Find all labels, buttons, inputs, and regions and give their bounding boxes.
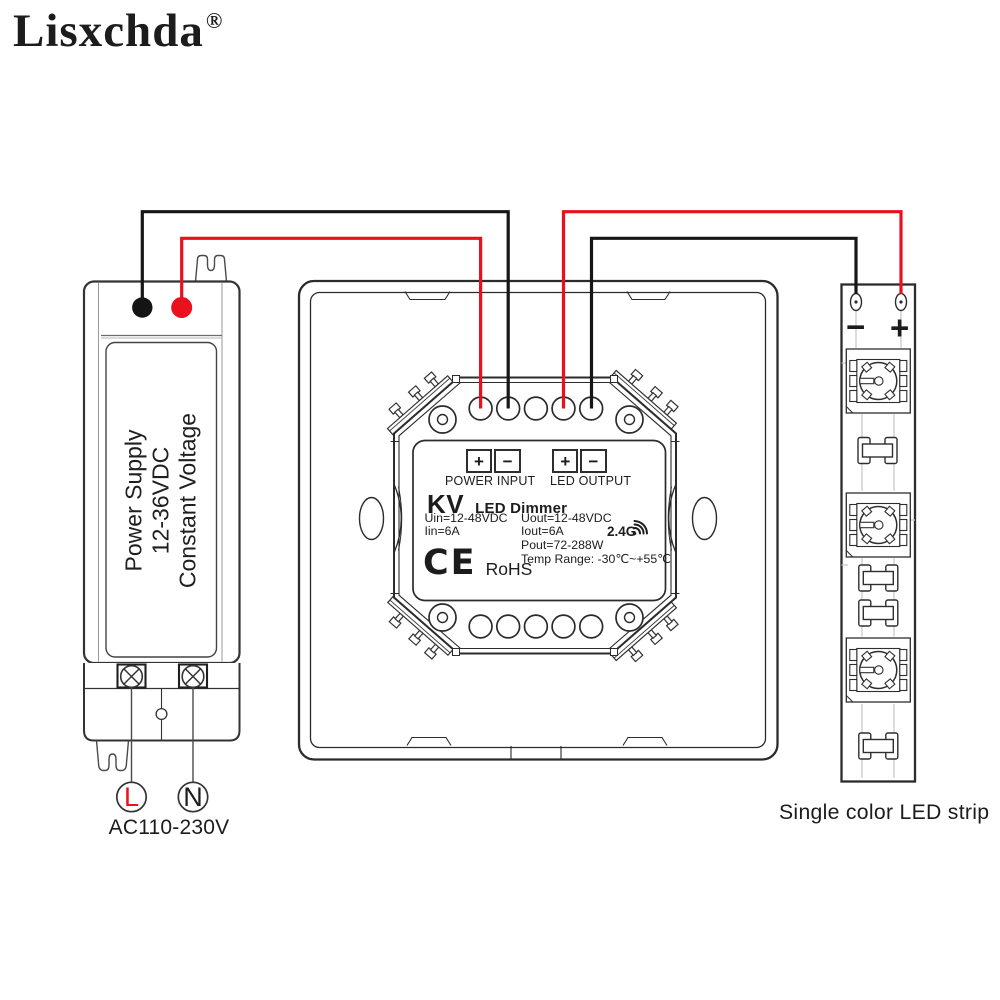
- wire-psu-red: [180, 236, 483, 409]
- dimmer-model: KV: [427, 489, 465, 519]
- psu-label-line2: 12-36VDC: [147, 446, 174, 555]
- spec-iin: Iin=6A: [424, 524, 460, 539]
- spring-clip-right: [668, 483, 677, 554]
- rohs-mark: RoHS: [485, 559, 533, 579]
- led-chip-1: [845, 348, 912, 414]
- wires: [140, 210, 903, 409]
- terminal-neutral-label: N: [183, 782, 203, 812]
- led-chip-2: [845, 492, 912, 558]
- psu-label-line1: Power Supply: [120, 429, 147, 572]
- dimmer-product-name: LED Dimmer: [475, 500, 568, 517]
- terminal-live-circle: [115, 781, 148, 813]
- dimmer-panel: [297, 279, 779, 761]
- strip-minus-label: −: [846, 308, 866, 345]
- module-screw-posts: [428, 405, 644, 632]
- strip-caption: Single color LED strip: [779, 801, 990, 824]
- psu-label-plate: [105, 341, 218, 658]
- terminal-neutral-circle: [177, 781, 209, 813]
- rf-band-label: 2.4G: [607, 524, 637, 539]
- dimmer-specs-input: Uin=12-48VDC Iin=6A: [424, 510, 508, 539]
- brand-logo: Lisxchda ®: [13, 5, 223, 58]
- pcb-traces: [841, 311, 915, 778]
- spring-clip-left: [393, 483, 402, 554]
- terminal-live-label: L: [123, 782, 140, 812]
- certifications: CE RoHS: [423, 543, 533, 583]
- power-input-plus-terminal: +: [466, 449, 492, 473]
- led-output-minus-terminal: −: [580, 449, 607, 473]
- spec-iout: Iout=6A: [521, 524, 564, 539]
- psu-screw-n: [181, 664, 205, 689]
- wire-psu-black: [140, 210, 510, 409]
- panel-inner-frame: [309, 291, 767, 749]
- wire-led-black: [589, 236, 858, 409]
- psu-top-clip: [194, 254, 228, 282]
- ce-mark: CE: [423, 543, 477, 583]
- module-label-plate: [412, 439, 667, 602]
- psu-output-terminal-black: [132, 297, 153, 318]
- psu-bottom-clip: [95, 740, 130, 772]
- ac-input-rating: AC110-230V: [108, 816, 230, 839]
- power-supply-unit: [82, 254, 241, 813]
- power-input-label: POWER INPUT: [445, 474, 536, 488]
- spec-uout: Uout=12-48VDC: [521, 510, 612, 525]
- led-output-plus-terminal: +: [552, 449, 579, 473]
- led-output-label: LED OUTPUT: [550, 474, 632, 488]
- dimmer-title: KV LED Dimmer: [427, 489, 567, 520]
- power-input-minus-terminal: −: [494, 449, 521, 473]
- spec-uin: Uin=12-48VDC: [424, 510, 508, 525]
- panel-cutout-left: [358, 496, 385, 541]
- led-chip-3: [845, 637, 912, 703]
- spec-temp-range: Temp Range: -30℃~+55℃: [521, 551, 671, 566]
- psu-screw-l: [119, 664, 144, 689]
- panel-cutout-right: [691, 496, 718, 541]
- brand-name: Lisxchda: [13, 5, 204, 57]
- registered-trademark: ®: [205, 8, 223, 33]
- wire-led-red: [561, 210, 903, 409]
- dimmer-specs-output: Uout=12-48VDC Iout=6A Pout=72-288W Temp …: [521, 510, 671, 567]
- psu-label-line3: Constant Voltage: [174, 412, 201, 589]
- psu-output-terminal-red: [171, 297, 193, 318]
- led-strip: [840, 283, 917, 783]
- strip-plus-label: +: [890, 309, 910, 346]
- wifi-icon: [632, 520, 648, 536]
- spec-pout: Pout=72-288W: [521, 537, 604, 552]
- module-terminal-holes: [468, 396, 604, 639]
